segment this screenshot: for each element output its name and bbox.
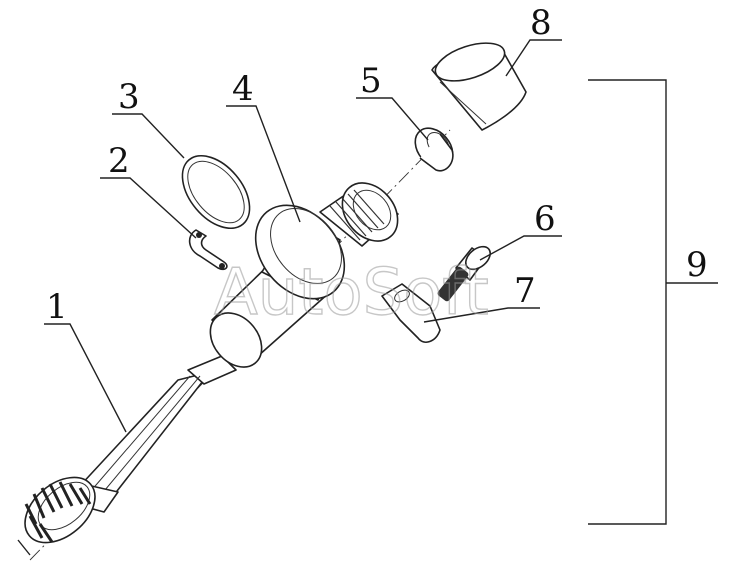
callout-3: 3	[118, 77, 140, 117]
part-2-circlip	[188, 229, 228, 271]
callout-2: 2	[108, 141, 130, 181]
part-4-housing	[209, 182, 399, 368]
part-7-clamp-plate	[381, 283, 441, 343]
part-5-seal	[414, 127, 454, 172]
callout-7: 7	[514, 271, 536, 311]
part-1-shaft-gear	[17, 355, 237, 556]
part-8-sleeve	[431, 42, 527, 131]
callout-8: 8	[530, 3, 552, 43]
part-3-o-ring	[181, 154, 251, 230]
watermark: AutoSoft	[214, 256, 489, 330]
leader-lines	[44, 39, 562, 433]
callout-9: 9	[686, 245, 708, 285]
assembly-9-bracket	[588, 79, 718, 525]
callout-4: 4	[232, 69, 254, 109]
callout-5: 5	[360, 61, 382, 101]
part-6-bolt	[437, 245, 491, 302]
callout-6: 6	[534, 199, 556, 239]
callout-1: 1	[46, 287, 68, 327]
